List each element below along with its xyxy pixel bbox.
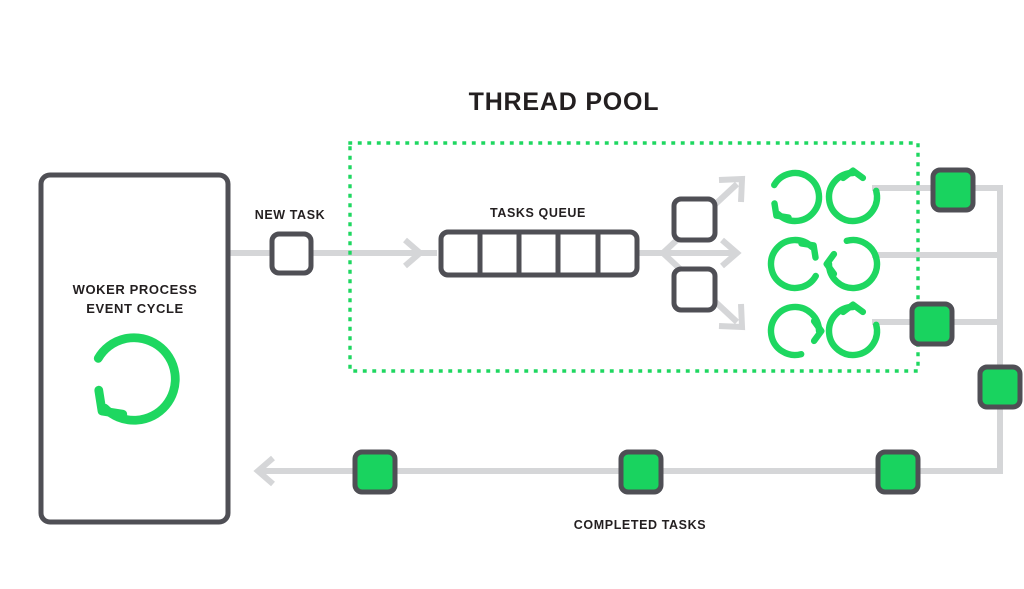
completed-task-square-rail-2[interactable] <box>909 301 955 347</box>
dispatch-arrow-mid-head <box>720 237 742 269</box>
dispatch-square-top[interactable] <box>671 196 718 243</box>
worker-process-box[interactable] <box>38 172 231 525</box>
completed-task-square-return-1[interactable] <box>352 449 398 495</box>
tasks-queue-label: TASKS QUEUE <box>490 206 586 220</box>
completed-task-square-rail-1[interactable] <box>930 167 976 213</box>
dispatch-arrow-down-head <box>718 303 746 331</box>
completed-task-square-return-2[interactable] <box>618 449 664 495</box>
new-task-label: NEW TASK <box>254 208 326 222</box>
worker-process-label-line1: WOKER PROCESS <box>72 282 198 297</box>
completed-tasks-label: COMPLETED TASKS <box>573 518 707 532</box>
thread-pool-dotted-border <box>348 141 920 373</box>
diagram-title-text: THREAD POOL <box>468 88 660 116</box>
diagram-title: THREAD POOL <box>0 88 1024 117</box>
tasks-queue-body <box>438 229 640 278</box>
worker-process-cycle-icon <box>93 333 180 425</box>
completed-task-square-return-3[interactable] <box>875 449 921 495</box>
new-task-square[interactable] <box>269 231 314 276</box>
dispatch-square-bottom[interactable] <box>671 266 718 313</box>
arrowhead-completed-left <box>253 455 275 487</box>
worker-process-label: WOKER PROCESS EVENT CYCLE <box>40 280 230 318</box>
completed-task-square-rail-3[interactable] <box>977 364 1023 410</box>
arrowhead-to-queue <box>403 237 425 269</box>
worker-process-label-line2: EVENT CYCLE <box>86 301 184 316</box>
tasks-queue[interactable] <box>438 229 640 278</box>
dispatch-arrow-up-head <box>718 175 746 203</box>
